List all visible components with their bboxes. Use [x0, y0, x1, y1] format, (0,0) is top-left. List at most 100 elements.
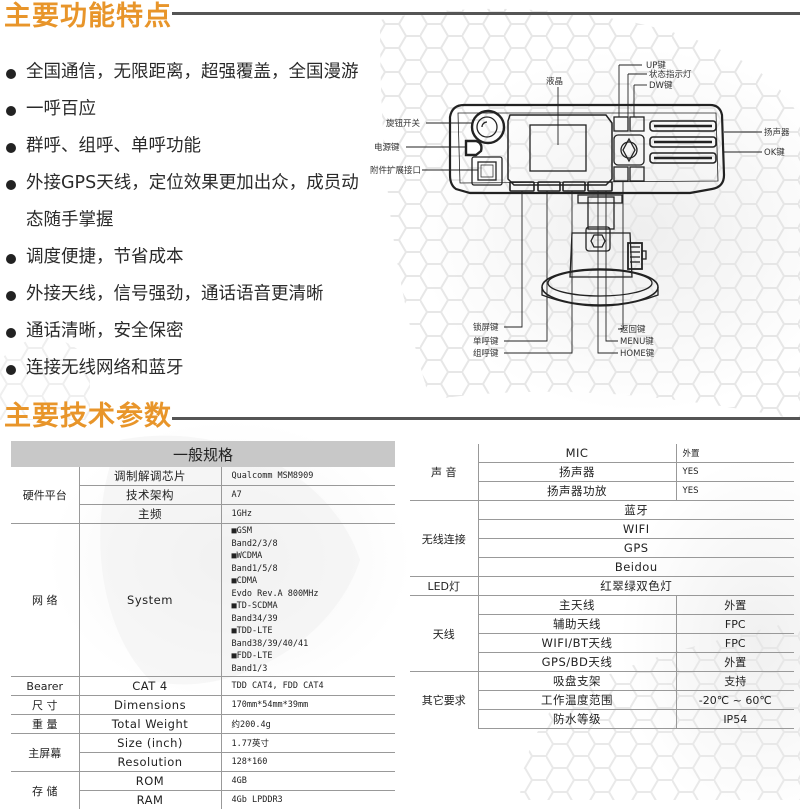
feature-item: 调度便捷，节省成本: [6, 239, 386, 276]
spec-value: A7: [221, 486, 395, 505]
table-header: 一般规格: [11, 441, 395, 467]
band-line: ■WCDMA: [232, 550, 396, 563]
spec-name: CAT 4: [79, 677, 221, 696]
spec-value: 外置: [676, 444, 794, 463]
spec-value: Qualcomm MSM8909: [221, 467, 395, 486]
band-line: ■FDD-LTE: [232, 650, 396, 663]
feature-text: 连接无线网络和蓝牙: [26, 358, 184, 378]
title-rule: [172, 417, 800, 420]
band-line: Band1/5/8: [232, 563, 396, 576]
general-spec-table: 一般规格 硬件平台 调制解调芯片 Qualcomm MSM8909 技术架构 A…: [11, 441, 395, 809]
feature-text: 外接GPS天线，定位效果更加出众，成员动: [26, 173, 359, 193]
label-accessory-port: 附件扩展接口: [370, 164, 421, 176]
spec-value: YES: [676, 463, 794, 482]
category-hardware: 硬件平台: [11, 467, 79, 524]
feature-item: 一呼百应: [6, 91, 386, 128]
spec-value: FPC: [676, 634, 794, 653]
feature-text: 外接天线，信号强劲，通话语音更清晰: [26, 284, 324, 304]
spec-value: 170mm*54mm*39mm: [221, 696, 395, 715]
category-wireless: 无线连接: [410, 501, 478, 577]
label-menu-key: MENU键: [620, 335, 654, 347]
network-bands: ■GSM Band2/3/8 ■WCDMA Band1/5/8 ■CDMA Ev…: [221, 524, 395, 677]
spec-name: Total Weight: [79, 715, 221, 734]
spec-value: 128*160: [221, 753, 395, 772]
spec-name: 主频: [79, 505, 221, 524]
category-sound: 声 音: [410, 444, 478, 501]
spec-name: GPS/BD天线: [478, 653, 676, 672]
category-other: 其它要求: [410, 672, 478, 729]
features-section-title: 主要功能特点: [4, 0, 172, 30]
feature-text: 调度便捷，节省成本: [26, 247, 184, 267]
spec-name: 调制解调芯片: [79, 467, 221, 486]
spec-name: Resolution: [79, 753, 221, 772]
label-lcd: 液晶: [546, 75, 563, 87]
feature-text: 通话清晰，安全保密: [26, 321, 184, 341]
label-home-key: HOME键: [620, 347, 654, 359]
bullet-icon: [6, 106, 16, 116]
extended-spec-table: 声 音 MIC 外置 扬声器 YES 扬声器功放 YES 无线连接 蓝牙 WIF…: [410, 444, 794, 729]
spec-value: TDD CAT4, FDD CAT4: [221, 677, 395, 696]
spec-value: 1GHz: [221, 505, 395, 524]
spec-value: 红翠绿双色灯: [478, 577, 794, 596]
feature-text: 一呼百应: [26, 99, 96, 119]
device-diagram: 液晶 UP键 状态指示灯 DW键 旋钮开关 电源键 附件扩展接口 扬声器 OK键…: [360, 55, 800, 365]
bullet-icon: [6, 69, 16, 79]
feature-item: 外接天线，信号强劲，通话语音更清晰: [6, 276, 386, 313]
spec-name: ROM: [79, 772, 221, 791]
spec-value: YES: [676, 482, 794, 501]
spec-name: Size (inch): [79, 734, 221, 753]
feature-text: 群呼、组呼、单呼功能: [26, 136, 201, 156]
specs-section-title: 主要技术参数: [4, 396, 172, 430]
feature-item: 通话清晰，安全保密: [6, 313, 386, 350]
feature-item: 群呼、组呼、单呼功能: [6, 128, 386, 165]
radio-device-icon: [360, 55, 800, 365]
band-line: Band38/39/40/41: [232, 638, 396, 651]
category-screen: 主屏幕: [11, 734, 79, 772]
label-ok-key: OK键: [764, 146, 785, 158]
spec-name: Dimensions: [79, 696, 221, 715]
feature-item: 外接GPS天线，定位效果更加出众，成员动: [6, 165, 386, 202]
spec-name: 吸盘支架: [478, 672, 676, 691]
feature-item: 全国通信，无限距离，超强覆盖，全国漫游: [6, 54, 386, 91]
spec-value: 1.77英寸: [221, 734, 395, 753]
spec-value: 外置: [676, 653, 794, 672]
feature-list: 全国通信，无限距离，超强覆盖，全国漫游 一呼百应 群呼、组呼、单呼功能 外接GP…: [6, 54, 386, 387]
bullet-icon: [6, 180, 16, 190]
title-rule: [172, 12, 800, 15]
category-storage: 存 储: [11, 772, 79, 809]
label-single-call-key: 单呼键: [473, 335, 499, 347]
spec-name: 辅助天线: [478, 615, 676, 634]
bullet-icon: [6, 328, 16, 338]
label-lock-screen-key: 锁屏键: [473, 321, 499, 333]
label-dw-key: DW键: [649, 79, 672, 91]
label-group-call-key: 组呼键: [473, 347, 499, 359]
spec-value: FPC: [676, 615, 794, 634]
bullet-icon: [6, 291, 16, 301]
bullet-icon: [6, 254, 16, 264]
category-led: LED灯: [410, 577, 478, 596]
spec-name: WIFI/BT天线: [478, 634, 676, 653]
wireless-item: 蓝牙: [478, 501, 794, 520]
spec-name: 技术架构: [79, 486, 221, 505]
spec-name: 工作温度范围: [478, 691, 676, 710]
spec-value: 约200.4g: [221, 715, 395, 734]
bullet-icon: [6, 365, 16, 375]
feature-text: 全国通信，无限距离，超强覆盖，全国漫游: [26, 62, 359, 82]
feature-text: 态随手掌握: [26, 210, 114, 230]
spec-name: 扬声器: [478, 463, 676, 482]
band-line: Band1/3: [232, 663, 396, 676]
wireless-item: WIFI: [478, 520, 794, 539]
spec-value: IP54: [676, 710, 794, 729]
spec-name: 防水等级: [478, 710, 676, 729]
band-line: ■TDD-LTE: [232, 625, 396, 638]
label-speaker: 扬声器: [764, 126, 790, 138]
category-antenna: 天线: [410, 596, 478, 672]
spec-name: System: [79, 524, 221, 677]
band-line: Band34/39: [232, 613, 396, 626]
band-line: ■TD-SCDMA: [232, 600, 396, 613]
spec-name: 扬声器功放: [478, 482, 676, 501]
category-bearer: Bearer: [11, 677, 79, 696]
band-line: Band2/3/8: [232, 538, 396, 551]
spec-value: 4GB: [221, 772, 395, 791]
category-weight: 重 量: [11, 715, 79, 734]
